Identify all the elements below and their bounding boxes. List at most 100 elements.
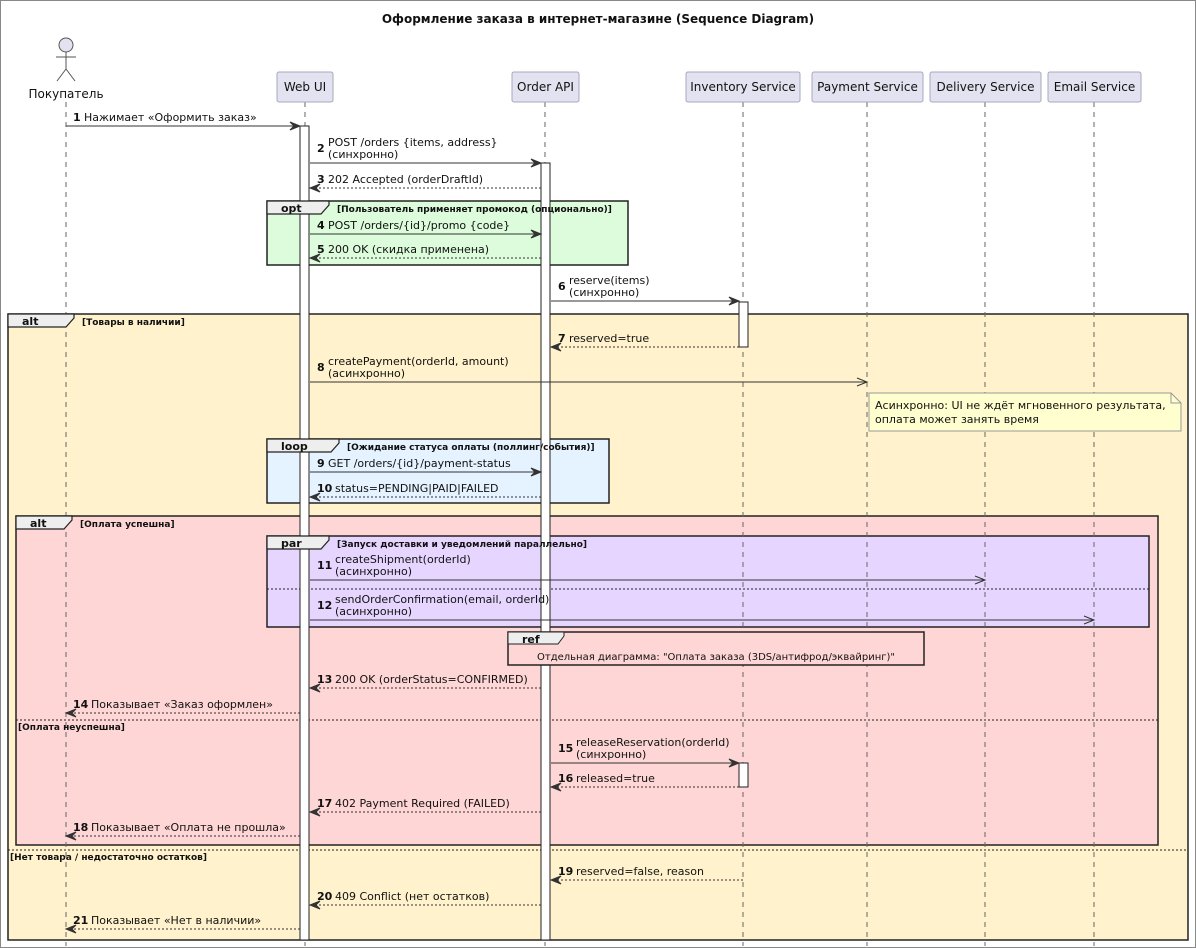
arrow-head-filled xyxy=(728,758,741,768)
message-label: reserved=true xyxy=(569,332,649,345)
arrow-head-filled xyxy=(64,924,77,934)
fragment-keyword: loop xyxy=(281,440,308,453)
arrow-head-filled xyxy=(308,807,321,817)
fragment-condition: [Пользователь применяет промокод (опцион… xyxy=(337,205,612,215)
message-number: 20 xyxy=(317,890,333,903)
message-label: (асинхронно) xyxy=(335,565,412,578)
fragment-keyword: alt xyxy=(22,315,38,328)
message-label: createShipment(orderId) xyxy=(335,553,471,566)
participant-box-payment xyxy=(811,71,924,103)
note-text: оплата может занять время xyxy=(875,413,1039,426)
arrow-head-filled xyxy=(530,158,543,168)
participant-label: Email Service xyxy=(1054,80,1135,94)
ref-keyword: ref xyxy=(522,633,540,646)
message-number: 2 xyxy=(317,142,325,155)
arrow-head-filled xyxy=(308,900,321,910)
arrow-head-open xyxy=(856,377,869,387)
note: Асинхронно: UI не ждёт мгновенного резул… xyxy=(868,392,1182,432)
message-number: 15 xyxy=(558,742,573,755)
note-box xyxy=(868,392,1182,432)
participant-label: Inventory Service xyxy=(690,80,795,94)
message-number: 14 xyxy=(73,698,89,711)
arrow-head-filled xyxy=(549,782,562,792)
participant-label: Web UI xyxy=(284,80,326,94)
activation-bar xyxy=(738,301,749,348)
message-label: 200 OK (скидка применена) xyxy=(328,243,489,256)
arrow-head-filled xyxy=(64,831,77,841)
message-number: 17 xyxy=(317,797,332,810)
message-label: released=true xyxy=(576,772,655,785)
fragment-header-alt-payment: alt[Оплата успешна][Оплата неуспешна] xyxy=(15,515,175,733)
message-label: (синхронно) xyxy=(328,148,398,161)
participant-box-delivery xyxy=(929,71,1042,103)
message-label: 409 Conflict (нет остатков) xyxy=(335,890,489,903)
fragment-condition: [Ожидание статуса оплаты (поллинг/событи… xyxy=(347,442,595,453)
arrow-head-filled xyxy=(308,183,321,193)
fragment-condition: [Товары в наличии] xyxy=(82,318,185,328)
message-number: 5 xyxy=(317,243,325,256)
participant-label: Delivery Service xyxy=(937,80,1035,94)
arrow-head-open xyxy=(1083,615,1096,625)
participant-label: Payment Service xyxy=(817,80,918,94)
fragment-keyword: opt xyxy=(281,202,302,215)
message-label: (асинхронно) xyxy=(335,605,412,618)
note-fold xyxy=(1170,393,1181,404)
arrow-head-filled xyxy=(64,708,77,718)
message-number: 1 xyxy=(73,111,81,124)
arrow-head-filled xyxy=(308,492,321,502)
message-label: Нажимает «Оформить заказ» xyxy=(84,111,257,124)
arrow-head-filled xyxy=(289,121,302,131)
message-label: GET /orders/{id}/payment-status xyxy=(328,457,511,470)
arrow-head-filled xyxy=(549,342,562,352)
message-label: (асинхронно) xyxy=(328,367,405,380)
fragment-tab xyxy=(266,200,330,215)
message-label: (синхронно) xyxy=(576,748,646,761)
message-label: reserve(items) xyxy=(569,274,650,287)
activation-bar xyxy=(540,162,551,941)
fragment-keyword: alt xyxy=(30,517,46,530)
fragment-header-opt-promo: opt [Пользователь применяет промокод (опц… xyxy=(266,200,612,215)
fragment-condition: [Оплата успешна] xyxy=(80,520,175,530)
message-number: 4 xyxy=(317,219,325,232)
message-number: 11 xyxy=(317,559,332,572)
message-number: 7 xyxy=(558,332,566,345)
message-label: sendOrderConfirmation(email, orderId) xyxy=(335,593,549,606)
fragment-header-loop-status: loop [Ожидание статуса оплаты (поллинг/со… xyxy=(266,438,595,453)
actor-head xyxy=(58,37,74,53)
arrow-head-filled xyxy=(728,296,741,306)
ref-text: Отдельная диаграмма: "Оплата заказа (3DS… xyxy=(537,652,895,663)
arrow-head-filled xyxy=(530,467,543,477)
participant-box-email xyxy=(1047,71,1142,103)
message-label: releaseReservation(orderId) xyxy=(576,736,730,749)
message-label: 200 OK (orderStatus=CONFIRMED) xyxy=(335,673,528,686)
message-number: 12 xyxy=(317,599,332,612)
message-label: Показывает «Оплата не прошла» xyxy=(91,821,286,834)
message-label: 202 Accepted (orderDraftId) xyxy=(328,173,483,186)
message-number: 10 xyxy=(317,482,333,495)
else-condition: [Нет товара / недостаточно остатков] xyxy=(10,853,207,863)
message-number: 13 xyxy=(317,673,332,686)
arrow-head-filled xyxy=(308,253,321,263)
fragment-header-alt-stock: alt [Товары в наличии] [Нет товара / недос… xyxy=(7,313,207,863)
arrow-head-filled xyxy=(308,683,321,693)
message-number: 9 xyxy=(317,457,325,470)
actor-icon xyxy=(56,37,76,82)
fragment-condition: [Запуск доставки и уведомлений параллель… xyxy=(337,540,587,550)
fragment-box-par-notify xyxy=(266,535,1150,628)
activation-bar xyxy=(738,762,749,788)
message-number: 19 xyxy=(558,865,573,878)
